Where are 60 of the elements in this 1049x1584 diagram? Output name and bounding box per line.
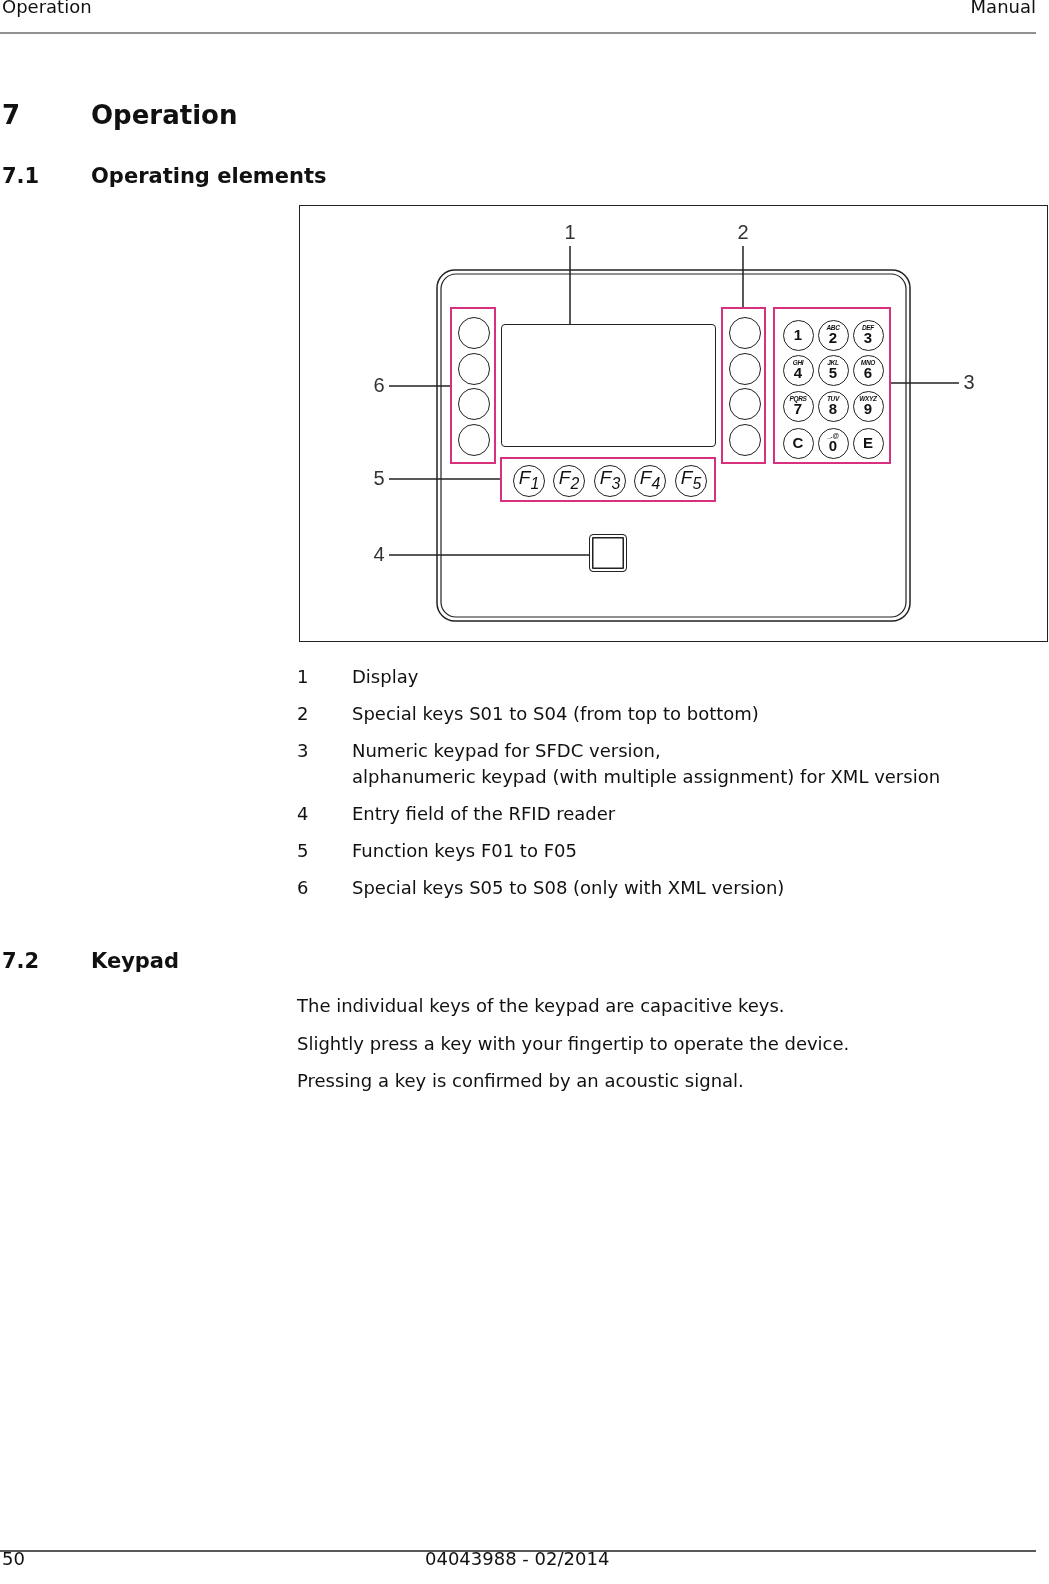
legend-number: 3	[297, 740, 309, 762]
special-key	[729, 388, 761, 420]
key-group-frame	[450, 307, 496, 464]
special-key	[458, 388, 490, 420]
special-key	[458, 353, 490, 385]
section-heading: Keypad	[91, 948, 180, 974]
leader-line	[890, 382, 960, 384]
body-text: Slightly press a key with your fingertip to operate the device.	[297, 1033, 850, 1055]
leader-line	[388, 385, 451, 387]
section-heading: Operating elements	[91, 163, 327, 189]
section-heading: Operation	[91, 100, 238, 130]
legend-number: 1	[297, 666, 309, 688]
section-number: 7.2	[2, 948, 40, 974]
keypad-key: C	[782, 427, 814, 459]
legend-text: Special keys S01 to S04 (from top to bottom)	[352, 703, 759, 725]
key-group-frame	[721, 307, 766, 464]
document-number: 04043988 - 02/2014	[425, 1548, 610, 1570]
callout-number: 3	[959, 371, 979, 395]
running-header: Operation	[2, 0, 92, 18]
legend-number: 6	[297, 877, 309, 899]
callout-number: 5	[369, 467, 389, 491]
section-number: 7.1	[2, 163, 40, 189]
leader-line	[388, 478, 501, 480]
section-number: 7	[2, 100, 21, 130]
callout-number: 1	[560, 221, 580, 245]
legend-text: Special keys S05 to S08 (only with XML version)	[352, 877, 785, 899]
legend-number: 2	[297, 703, 309, 725]
legend-text: Function keys F01 to F05	[352, 840, 577, 862]
function-key: F$_{2}$	[553, 465, 585, 497]
function-key: F$_{1}$	[513, 465, 545, 497]
special-key	[729, 353, 761, 385]
function-key: F$_{5}$	[675, 465, 707, 497]
legend-text: Entry field of the RFID reader	[352, 803, 616, 825]
keypad-key: E	[852, 427, 884, 459]
callout-number: 2	[733, 221, 753, 245]
page-number: 50	[2, 1548, 25, 1570]
keypad-key: 1	[782, 319, 814, 351]
running-header: Manual	[970, 0, 1036, 18]
legend-number: 5	[297, 840, 309, 862]
function-key: F$_{3}$	[594, 465, 626, 497]
key-group-frame	[773, 307, 891, 464]
legend-text: alphanumeric keypad (with multiple assignment) for XML version	[352, 766, 941, 788]
leader-line	[388, 554, 590, 556]
body-text: The individual keys of the keypad are capacitive keys.	[297, 995, 785, 1017]
legend-text: Display	[352, 666, 419, 688]
special-key	[729, 424, 761, 456]
body-text: Pressing a key is confirmed by an acoustic signal.	[297, 1070, 744, 1092]
display-screen	[501, 324, 716, 447]
key-group-frame	[500, 457, 716, 502]
legend-text: Numeric keypad for SFDC version,	[352, 740, 661, 762]
special-key	[729, 317, 761, 349]
special-key	[458, 317, 490, 349]
special-key	[458, 424, 490, 456]
leader-line	[569, 245, 571, 325]
rfid-entry-field	[589, 534, 627, 572]
legend-number: 4	[297, 803, 309, 825]
callout-number: 6	[369, 374, 389, 398]
function-key: F$_{4}$	[634, 465, 666, 497]
leader-line	[742, 245, 744, 308]
callout-number: 4	[369, 543, 389, 567]
